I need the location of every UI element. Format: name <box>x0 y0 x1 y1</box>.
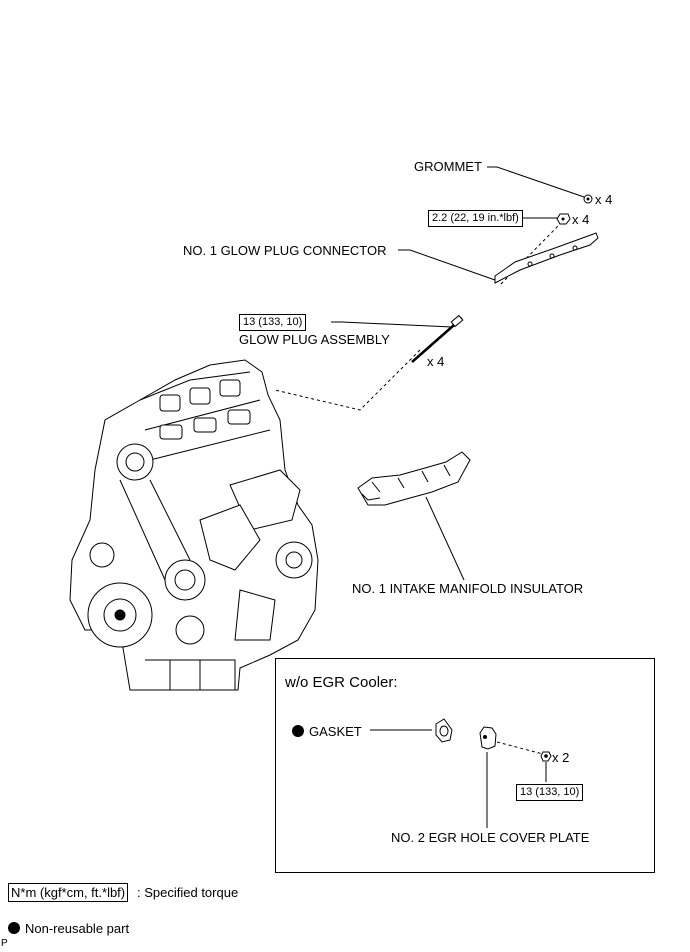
grommet-label: GROMMET <box>414 159 482 174</box>
intake-insulator-label: NO. 1 INTAKE MANIFOLD INSULATOR <box>352 581 584 596</box>
bolt-part <box>540 751 552 762</box>
glow-plug-connector-label: NO. 1 GLOW PLUG CONNECTOR <box>183 243 387 258</box>
legend-torque-box: N*m (kgf*cm, ft.*lbf) <box>8 883 129 902</box>
grommet-leader <box>487 166 585 198</box>
grommet-part <box>583 194 593 204</box>
connector-leader <box>398 249 496 281</box>
inset-title: w/o EGR Cooler: <box>285 674 398 691</box>
cover-plate-label: NO. 2 EGR HOLE COVER PLATE <box>391 830 590 845</box>
nut-part <box>556 213 571 225</box>
intake-insulator-part <box>357 451 471 506</box>
inset-parts <box>370 718 552 828</box>
cover-plate-part <box>479 726 497 750</box>
gasket-part <box>435 718 453 743</box>
glow-plug-torque-box: 13 (133, 10) <box>239 314 307 331</box>
non-reusable-icon <box>292 725 304 737</box>
legend-nonreusable-text: Non-reusable part <box>25 921 130 936</box>
gasket-label: GASKET <box>292 724 362 739</box>
nut-torque-box: 2.2 (22, 19 in.*lbf) <box>428 210 523 227</box>
bolt-quantity: x 2 <box>552 750 570 765</box>
legend-torque-text: : Specified torque <box>137 885 239 900</box>
legend-nonreusable: Non-reusable part <box>8 921 129 936</box>
glow-plug-quantity: x 4 <box>427 354 445 369</box>
nut-quantity: x 4 <box>572 212 590 227</box>
cover-plate-torque-box: 13 (133, 10) <box>516 784 584 801</box>
glow-plug-connector-part <box>494 232 599 284</box>
glow-plug-label: GLOW PLUG ASSEMBLY <box>239 332 390 347</box>
grommet-quantity: x 4 <box>595 192 613 207</box>
glow-plug-torque-leader <box>331 321 453 328</box>
non-reusable-legend-icon <box>8 922 20 934</box>
gasket-text: GASKET <box>309 724 362 739</box>
glow-plug-part <box>411 314 464 363</box>
engine-part <box>69 359 319 691</box>
insulator-leader <box>425 496 465 581</box>
corner-mark: P <box>1 938 8 949</box>
egr-cooler-inset: w/o EGR Cooler: GASKET x 2 13 (133, 10) … <box>275 658 655 873</box>
